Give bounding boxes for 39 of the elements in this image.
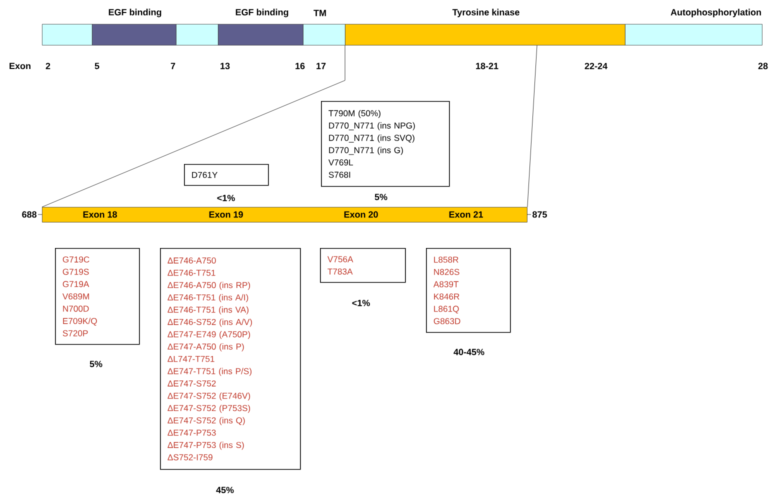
exon-number: 5 (94, 62, 100, 70)
exon-number: 16 (296, 62, 305, 70)
bar-segment (42, 24, 92, 46)
exon-number: 17 (316, 62, 326, 70)
frequency-label: 5% (374, 194, 388, 200)
zoom-line (42, 45, 346, 208)
exon-bar: Exon 18 Exon 19 Exon 20 Exon 21 (42, 207, 528, 222)
frequency-label: <1% (352, 300, 370, 306)
mutation-box: V756A T783A (320, 248, 406, 283)
frequency-label: 40-45% (454, 348, 484, 356)
mutation-box: ΔE746-A750 ΔE746-T751 ΔE746-A750 (ins RP) ΔE746-T751 (ins A/I) ΔE746-T751 (ins VA) ΔE746-S752 (ins A/V) ΔE747-E749 (A750P) ΔE747-A750 (ins P) ΔL747-T751 ΔE747-T751 (ins P/S) ΔE747-S752 ΔE747-S752 (E746V) ΔE747-S752 (P753S) ΔE747-S752 (ins Q) ΔE747-P753 ΔE747-P753 (ins S) ΔS752-I759 (160, 248, 301, 470)
zoom-line (527, 45, 538, 208)
node-label: TM (314, 10, 326, 16)
domain-segment: EGF binding (92, 8, 176, 46)
residue-number: 875 (526, 211, 547, 218)
domain-segment: Tyrosine kinase (345, 8, 626, 46)
node-label: Autophosphorylation (670, 8, 761, 18)
node-label: EGF binding (108, 8, 162, 18)
node-label: EGF binding (236, 8, 288, 18)
exon-number: Exon (10, 62, 30, 70)
domain-segment: Autophosphorylation (625, 8, 762, 46)
mutation-box: T790M (50%) D770_N771 (ins NPG) D770_N771 (ins SVQ) D770_N771 (ins G) V769L S768I (321, 101, 450, 187)
exon-number: 7 (170, 62, 176, 70)
exon-number: 22-24 (584, 62, 608, 70)
mutation-box: G719C G719S G719A V689M N700D E709K/Q S720P (55, 248, 140, 345)
exon-number: 2 (46, 62, 50, 70)
residue-number: 688 (22, 211, 42, 218)
exon-number: 28 (758, 62, 768, 70)
mutation-box: L858R N826S A839T K846R L861Q G863D (426, 248, 511, 333)
frequency-label: 5% (90, 360, 102, 368)
frequency-label: <1% (217, 194, 235, 202)
exon-number: 13 (220, 62, 230, 70)
bar-segment (176, 24, 218, 46)
mutation-box: D761Y (184, 164, 269, 186)
node-label: Tyrosine kinase (452, 8, 520, 18)
frequency-label: 45% (216, 486, 234, 494)
exon-number: 18-21 (476, 62, 498, 70)
domain-segment: EGF binding (218, 8, 304, 46)
domain-segment: TM (303, 10, 346, 46)
